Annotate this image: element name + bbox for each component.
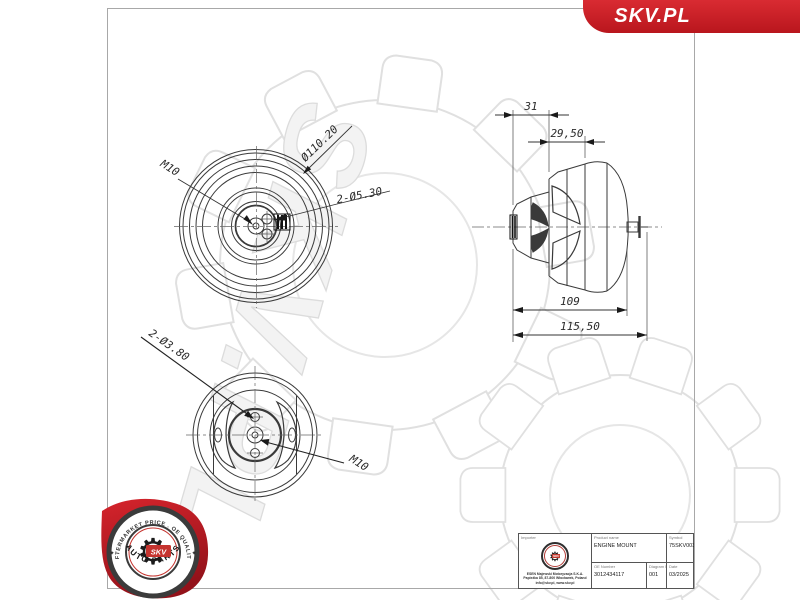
diagram-no-label: Diagram No — [649, 564, 666, 569]
badge-separator-icon: ✦ — [109, 550, 114, 557]
badge-separator-icon: ✦ — [191, 550, 196, 557]
company-address: Papieżka 85, 87-800 Włocławek, Poland — [523, 576, 587, 581]
diagram-no-value: 001 — [649, 572, 659, 578]
mini-badge-skv-label: SKV — [552, 554, 561, 558]
title-block-importer-cell: Importer ⚙ SKV ESEN Majewski Motoryzacja… — [519, 534, 591, 588]
brand-header: SKV.PL — [583, 0, 800, 33]
leader-arrows — [243, 165, 312, 225]
back-thread-label: M10 — [346, 452, 371, 474]
oe-number-value: 3012434117 — [594, 572, 625, 578]
side-dim-109: 109 — [560, 295, 580, 308]
front-view — [174, 125, 391, 308]
side-dim-115-50: 115,50 — [560, 320, 600, 333]
leader-lines — [140, 336, 345, 464]
side-view — [472, 110, 662, 342]
product-name-cell: Product name ENGINE MOUNT — [591, 534, 666, 563]
company-name: ESEN Majewski Motoryzacja S.K.A. — [526, 572, 584, 576]
symbol-label: Symbol — [669, 535, 683, 540]
company-contact: info@skv.pl, www.skv.pl — [535, 580, 575, 585]
date-value: 03/2025 — [669, 572, 689, 578]
extension-lines — [512, 110, 648, 342]
product-name-value: ENGINE MOUNT — [594, 543, 637, 549]
product-name-label: Product name — [594, 535, 619, 540]
leader-lines — [177, 125, 391, 223]
date-label: Date — [669, 564, 678, 569]
diagram-no-cell: Diagram No 001 — [646, 563, 666, 588]
mini-brand-badge: ⚙ SKV — [541, 542, 569, 570]
oe-number-label: OE Number — [594, 564, 616, 569]
hole-ticks — [259, 211, 276, 242]
brand-badge: AFTERMARKET PRICE . OE QUALITY AUTO PART… — [94, 493, 214, 600]
side-dim-31: 31 — [523, 100, 537, 113]
centerlines — [174, 146, 338, 308]
symbol-value: 75SKV003 — [669, 543, 694, 549]
title-block: Importer ⚙ SKV ESEN Majewski Motoryzacja… — [518, 533, 694, 589]
dimension-arrows — [504, 112, 647, 338]
back-view — [140, 336, 345, 504]
symbol-cell: Symbol 75SKV003 — [666, 534, 694, 563]
centerlines — [186, 366, 324, 504]
side-dim-29-50: 29,50 — [550, 127, 583, 140]
oe-number-cell: OE Number 3012434117 — [591, 563, 646, 588]
mini-badge-ring — [544, 545, 566, 567]
front-holes-label: 2-Ø5.30 — [335, 185, 383, 207]
badge-skv-label: SKV — [151, 548, 167, 557]
badge-skv-box — [146, 545, 171, 557]
leader-arrows — [244, 410, 270, 446]
front-thread-label: M10 — [157, 157, 182, 179]
brand-logo: SKV.PL — [614, 5, 691, 27]
importer-label: Importer — [521, 535, 536, 540]
date-cell: Date 03/2025 — [666, 563, 694, 588]
